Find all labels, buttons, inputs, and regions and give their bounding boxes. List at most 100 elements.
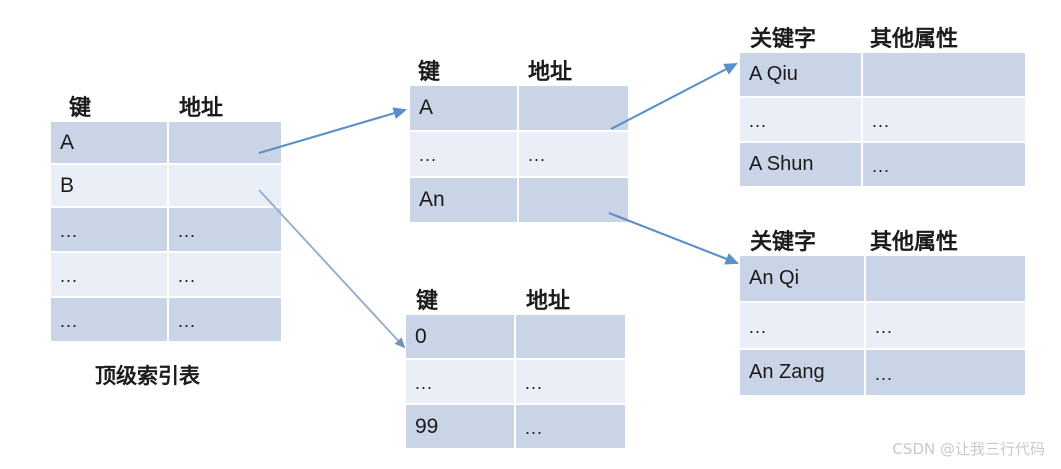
column-header-key: 键 xyxy=(416,289,439,314)
cell-address xyxy=(515,315,625,360)
cell-other xyxy=(865,256,1025,303)
cell-text: 0 xyxy=(415,324,427,348)
cell-text: ... xyxy=(749,316,768,337)
column-header-other-attributes: 其他属性 xyxy=(870,230,959,255)
table-row[interactable]: ... ... xyxy=(51,252,281,298)
cell-address xyxy=(168,164,281,208)
arrow-second-a-to-leaf-a xyxy=(610,63,738,130)
table-row[interactable]: An xyxy=(410,177,628,222)
cell-key: ... xyxy=(406,359,516,405)
cell-text: ... xyxy=(419,145,438,165)
column-header-key: 键 xyxy=(69,96,92,121)
cell-text: A xyxy=(60,130,75,154)
table-row[interactable]: An Zang ... xyxy=(740,349,1025,395)
cell-other xyxy=(862,53,1025,98)
cell-text: An Qi xyxy=(749,267,800,289)
cell-text: A Shun xyxy=(749,153,814,175)
cell-keyword: A Qiu xyxy=(740,53,863,98)
table-second-level-a-grid: A ... ... An xyxy=(410,86,628,222)
cell-text: A xyxy=(419,96,434,119)
column-header-other-attributes: 其他属性 xyxy=(870,27,959,52)
cell-text: ... xyxy=(749,110,768,131)
cell-other: ... xyxy=(865,349,1025,395)
cell-text: ... xyxy=(60,220,79,241)
cell-text: ... xyxy=(415,372,434,393)
cell-text: ... xyxy=(60,265,79,286)
cell-address: ... xyxy=(168,297,281,341)
cell-key: ... xyxy=(51,252,169,298)
table-row[interactable]: 99 ... xyxy=(406,404,625,448)
cell-text: B xyxy=(60,173,75,197)
table-row[interactable]: ... ... xyxy=(410,131,628,178)
cell-text: ... xyxy=(178,265,197,286)
cell-key: ... xyxy=(51,297,169,341)
cell-address: ... xyxy=(515,359,625,405)
cell-other: ... xyxy=(865,302,1025,350)
table-row[interactable]: ... ... xyxy=(406,359,625,405)
table-leaf-an-header-row: 关键字 其他属性 xyxy=(740,222,1025,256)
cell-key: A xyxy=(51,122,169,165)
cell-text: ... xyxy=(528,145,547,165)
cell-text: ... xyxy=(60,310,79,331)
cell-text: ... xyxy=(525,372,544,393)
column-header-keyword: 关键字 xyxy=(750,27,817,52)
cell-keyword: An Qi xyxy=(740,256,866,303)
cell-keyword: ... xyxy=(740,97,863,143)
table-second-level-numeric-grid: 0 ... ... 99 xyxy=(406,315,625,448)
table-row[interactable]: ... ... xyxy=(740,302,1025,350)
cell-text: ... xyxy=(178,220,197,241)
table-row[interactable]: 0 xyxy=(406,315,625,360)
table-row[interactable]: ... ... xyxy=(51,207,281,253)
cell-keyword: ... xyxy=(740,302,866,350)
cell-text: 99 xyxy=(415,414,439,438)
cell-address xyxy=(518,86,628,132)
table-row[interactable]: A Shun ... xyxy=(740,142,1025,186)
table-row[interactable]: B xyxy=(51,164,281,208)
cell-other: ... xyxy=(862,142,1025,186)
watermark-text: CSDN @让我三行代码 xyxy=(892,440,1045,458)
column-header-address: 地址 xyxy=(528,60,573,85)
cell-key: ... xyxy=(410,131,519,178)
cell-key: ... xyxy=(51,207,169,253)
cell-text: ... xyxy=(872,155,891,176)
table-second-level-a-header-row: 键 地址 xyxy=(410,52,628,86)
cell-key: 0 xyxy=(406,315,516,360)
table-row[interactable]: A xyxy=(51,122,281,165)
cell-address: ... xyxy=(168,252,281,298)
column-header-address: 地址 xyxy=(526,289,571,314)
table-leaf-a-header-row: 关键字 其他属性 xyxy=(740,19,1025,53)
cell-text: ... xyxy=(525,417,544,438)
column-header-keyword: 关键字 xyxy=(750,230,817,255)
cell-text: An Zang xyxy=(749,361,825,383)
cell-text: A Qiu xyxy=(749,63,798,85)
cell-address: ... xyxy=(518,131,628,178)
table-row[interactable]: A xyxy=(410,86,628,132)
table-row[interactable]: ... ... xyxy=(740,97,1025,143)
cell-keyword: A Shun xyxy=(740,142,863,186)
table-leaf-a-grid: A Qiu ... ... A Shun xyxy=(740,53,1025,186)
cell-address xyxy=(518,177,628,222)
cell-key: An xyxy=(410,177,519,222)
table-row[interactable]: A Qiu xyxy=(740,53,1025,98)
cell-key: A xyxy=(410,86,519,132)
cell-text: ... xyxy=(178,310,197,331)
table-leaf-an-grid: An Qi ... ... An Zang xyxy=(740,256,1025,395)
column-header-key: 键 xyxy=(418,60,441,85)
table-leaf-a: 关键字 其他属性 A Qiu ... xyxy=(740,19,1025,186)
cell-address: ... xyxy=(168,207,281,253)
cell-keyword: An Zang xyxy=(740,349,866,395)
cell-address: ... xyxy=(515,404,625,448)
table-row[interactable]: An Qi xyxy=(740,256,1025,303)
table-second-level-numeric: 键 地址 0 ... ... xyxy=(406,281,625,448)
table-row[interactable]: ... ... xyxy=(51,297,281,341)
cell-address xyxy=(168,122,281,165)
cell-other: ... xyxy=(862,97,1025,143)
cell-key: B xyxy=(51,164,169,208)
cell-text: ... xyxy=(875,363,894,384)
table-top-index-grid: A B ... xyxy=(51,122,281,341)
table-top-index-header-row: 键 地址 xyxy=(51,88,281,122)
cell-text: ... xyxy=(872,110,891,131)
table-top-index: 键 地址 A B xyxy=(51,88,281,341)
top-index-caption: 顶级索引表 xyxy=(95,364,200,388)
